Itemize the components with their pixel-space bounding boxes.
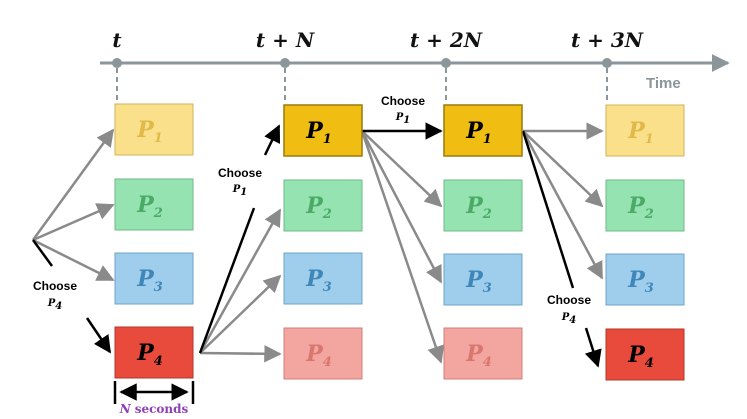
svg-text:P1: P1	[465, 118, 492, 147]
svg-text:P1: P1	[136, 117, 163, 146]
arrow-c1-p2	[198, 208, 282, 354]
svg-text:P2: P2	[465, 193, 492, 222]
svg-text:P2: P2	[627, 193, 654, 222]
choose-label-p1-col1: Choose P1	[218, 166, 262, 198]
process-box-c1-p4: P4	[283, 327, 363, 380]
time-label-t-plus-2n: t + 2N	[410, 28, 483, 52]
process-box-c0-p1: P1	[114, 103, 194, 156]
svg-text:P4: P4	[305, 341, 332, 370]
process-box-c2-p1: P1	[443, 104, 523, 157]
time-ticks	[112, 58, 612, 104]
arrow-choose-p4-col0-a	[31, 239, 54, 267]
arrow-choose-p1-col1-a	[198, 207, 256, 354]
time-label-t-plus-n: t + N	[256, 28, 315, 52]
arrow-choose-p4-col0-b	[85, 317, 112, 354]
tick-3	[602, 58, 612, 68]
process-box-c1-p1: P1	[283, 104, 363, 157]
tick-2	[441, 58, 451, 68]
svg-text:P1: P1	[395, 112, 411, 126]
svg-text:Choose: Choose	[33, 279, 77, 293]
svg-text:P4: P4	[136, 340, 163, 369]
svg-text:P4: P4	[561, 312, 577, 326]
choose-label-p4-col3: Choose P4	[547, 293, 591, 326]
arrow-c0-p1	[31, 128, 115, 241]
svg-text:P3: P3	[627, 267, 654, 296]
svg-text:P4: P4	[47, 298, 63, 312]
arrow-c3-p3	[521, 130, 604, 280]
process-box-c3-p4: P4	[605, 328, 685, 381]
arrow-choose-p1-col1-b	[263, 124, 281, 156]
gray-arrows	[31, 122, 604, 364]
duration-bracket	[113, 381, 195, 404]
svg-text:Choose: Choose	[381, 94, 425, 108]
arrow-c2-p2	[361, 130, 443, 208]
process-box-c1-p2: P2	[283, 179, 363, 232]
svg-text:P4: P4	[627, 342, 654, 371]
svg-text:Choose: Choose	[547, 293, 591, 307]
black-arrows	[31, 122, 602, 368]
arrow-c2-p3	[360, 130, 443, 284]
process-box-c0-p2: P2	[114, 178, 194, 231]
process-box-c0-p3: P3	[114, 252, 194, 305]
arrow-c0-p3	[32, 238, 115, 282]
process-box-c3-p1: P1	[605, 104, 685, 157]
process-box-c2-p4: P4	[443, 327, 523, 380]
svg-text:P2: P2	[136, 192, 163, 221]
choose-label-p1-col2: Choose P1	[381, 94, 425, 126]
svg-text:P2: P2	[305, 193, 332, 222]
process-box-c3-p3: P3	[605, 253, 685, 306]
time-axis-label: Time	[646, 75, 681, 92]
svg-text:P3: P3	[136, 266, 163, 295]
svg-text:P1: P1	[232, 184, 248, 198]
arrow-c1-p4	[199, 345, 282, 363]
arrow-choose-p4-col3-b	[584, 327, 602, 368]
time-label-t-plus-3n: t + 3N	[571, 28, 644, 52]
time-label-t: t	[112, 28, 122, 52]
process-box-c0-p4: P4	[114, 326, 194, 379]
svg-text:P3: P3	[465, 267, 492, 296]
tick-1	[280, 58, 290, 68]
arrow-c1-p3	[199, 274, 282, 354]
tick-0	[112, 58, 122, 68]
process-box-c3-p2: P2	[605, 179, 685, 232]
arrow-c2-p4	[360, 130, 445, 364]
process-box-c2-p2: P2	[443, 179, 523, 232]
svg-text:P1: P1	[627, 118, 654, 147]
process-box-c2-p3: P3	[443, 253, 523, 306]
arrow-c3-p2	[522, 130, 604, 208]
svg-text:Choose: Choose	[218, 166, 262, 180]
choose-label-p4-col0: Choose P4	[33, 279, 77, 312]
svg-text:P1: P1	[305, 118, 332, 147]
svg-text:P4: P4	[465, 341, 492, 370]
process-box-c1-p3: P3	[283, 252, 363, 305]
svg-text:P3: P3	[305, 266, 332, 295]
arrow-choose-p4-col3-a	[521, 130, 575, 289]
arrow-c0-p2	[32, 203, 115, 242]
